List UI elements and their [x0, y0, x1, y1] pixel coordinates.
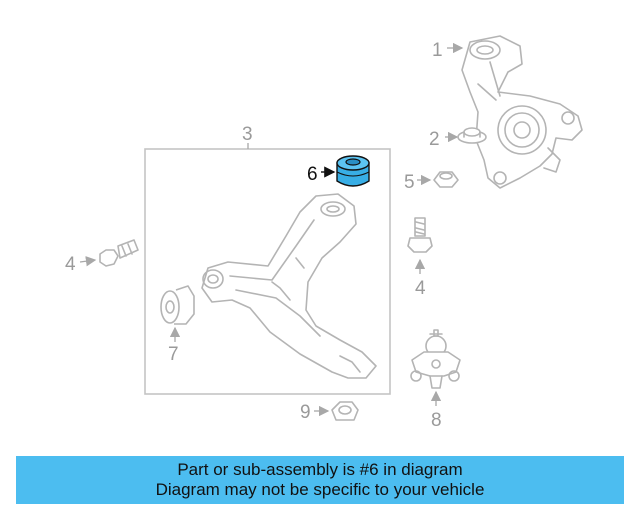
- banner-line-1: Part or sub-assembly is #6 in diagram: [177, 460, 463, 479]
- bolt-left: [99, 239, 139, 267]
- callout-5: 5: [404, 172, 415, 193]
- callout-9: 9: [300, 402, 311, 423]
- lock-nut: [433, 171, 459, 188]
- callout-6: 6: [307, 164, 318, 185]
- ball-joint: [410, 329, 461, 389]
- callout-3: 3: [242, 124, 253, 145]
- lower-control-arm: [201, 193, 377, 379]
- callout-2: 2: [429, 129, 440, 150]
- callout-4-right: 4: [415, 278, 426, 299]
- callout-4-left: 4: [65, 254, 76, 275]
- steering-knuckle: [461, 35, 583, 189]
- parts-diagram: 1 2 3 4 4 5 6 7 8 9: [65, 35, 583, 431]
- callout-8: 8: [431, 410, 442, 431]
- bolt-right: [407, 217, 433, 253]
- washer-nut: [457, 127, 487, 144]
- bushing-bore: [345, 158, 361, 166]
- assembly-box: [144, 148, 391, 395]
- banner-line-2: Diagram may not be specific to your vehi…: [155, 480, 485, 499]
- highlighted-bushing-part-6[interactable]: [336, 155, 370, 187]
- callout-4-left-leader: [79, 256, 97, 267]
- callout-7: 7: [168, 344, 179, 365]
- info-banner: Part or sub-assembly is #6 in diagram Di…: [16, 456, 624, 504]
- flange-nut: [331, 401, 359, 421]
- control-arm-bushing: [160, 285, 195, 325]
- callout-1: 1: [432, 40, 443, 61]
